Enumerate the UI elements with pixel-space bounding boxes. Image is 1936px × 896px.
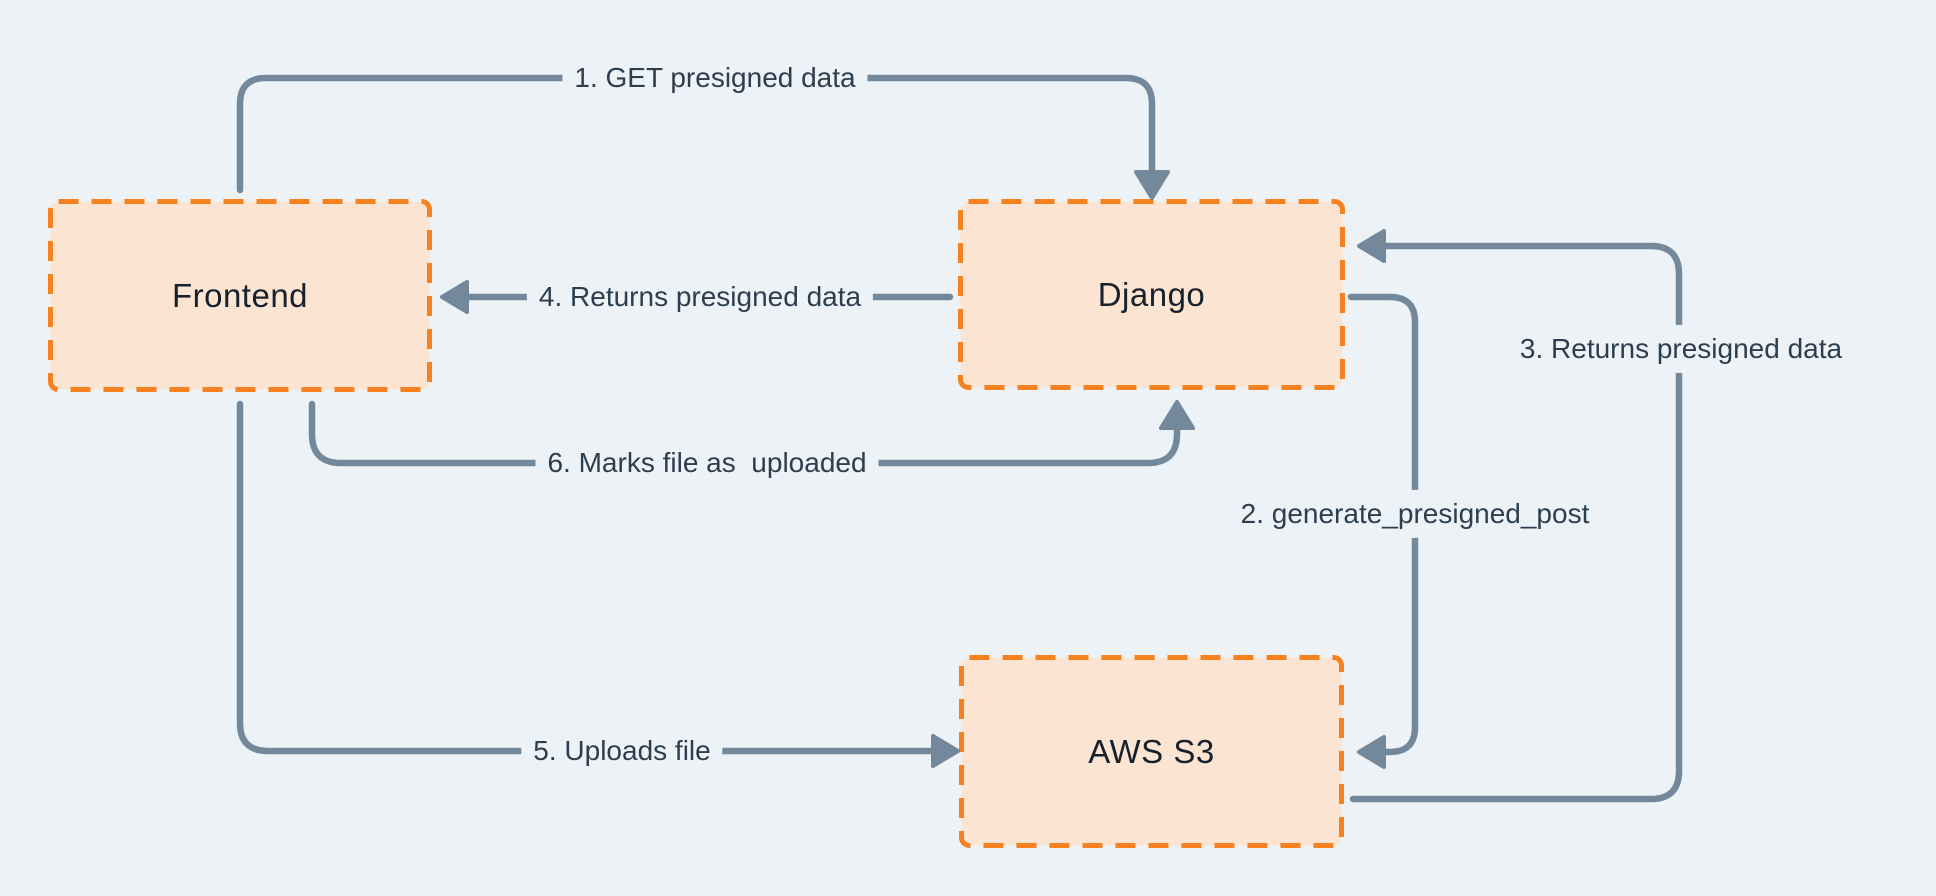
edge-3-arrowhead — [1357, 229, 1386, 263]
edge-1-arrowhead — [1134, 170, 1170, 200]
frontend-node-box — [48, 199, 432, 392]
node-django-label: Django — [1097, 275, 1206, 313]
django-node-box — [958, 199, 1345, 390]
node-django: Django — [958, 199, 1345, 390]
edge-label-marks-file-uploaded: 6. Marks file as uploaded — [535, 444, 879, 482]
edge-3-line — [1349, 242, 1683, 803]
node-frontend: Frontend — [48, 199, 432, 392]
edge-label-get-presigned-data: 1. GET presigned data — [562, 59, 868, 97]
edge-label-returns-presigned-data-s3: 3. Returns presigned data — [1505, 324, 1857, 374]
edge-2-arrowhead — [1357, 735, 1386, 769]
node-aws-s3-label: AWS S3 — [1088, 732, 1215, 770]
edge-label-returns-presigned-data-frontend: 4. Returns presigned data — [526, 278, 874, 316]
node-frontend-label: Frontend — [171, 276, 309, 314]
edge-4-arrowhead — [440, 280, 469, 314]
node-aws-s3: AWS S3 — [959, 655, 1344, 848]
edge-label-generate-presigned-post: 2. generate_presigned_post — [1226, 489, 1604, 539]
edge-5-line — [236, 400, 934, 755]
edge-label-uploads-file: 5. Uploads file — [521, 732, 723, 770]
edge-6-arrowhead — [1159, 400, 1195, 430]
edge-5-arrowhead — [931, 734, 960, 768]
aws-s3-node-box — [959, 655, 1344, 848]
